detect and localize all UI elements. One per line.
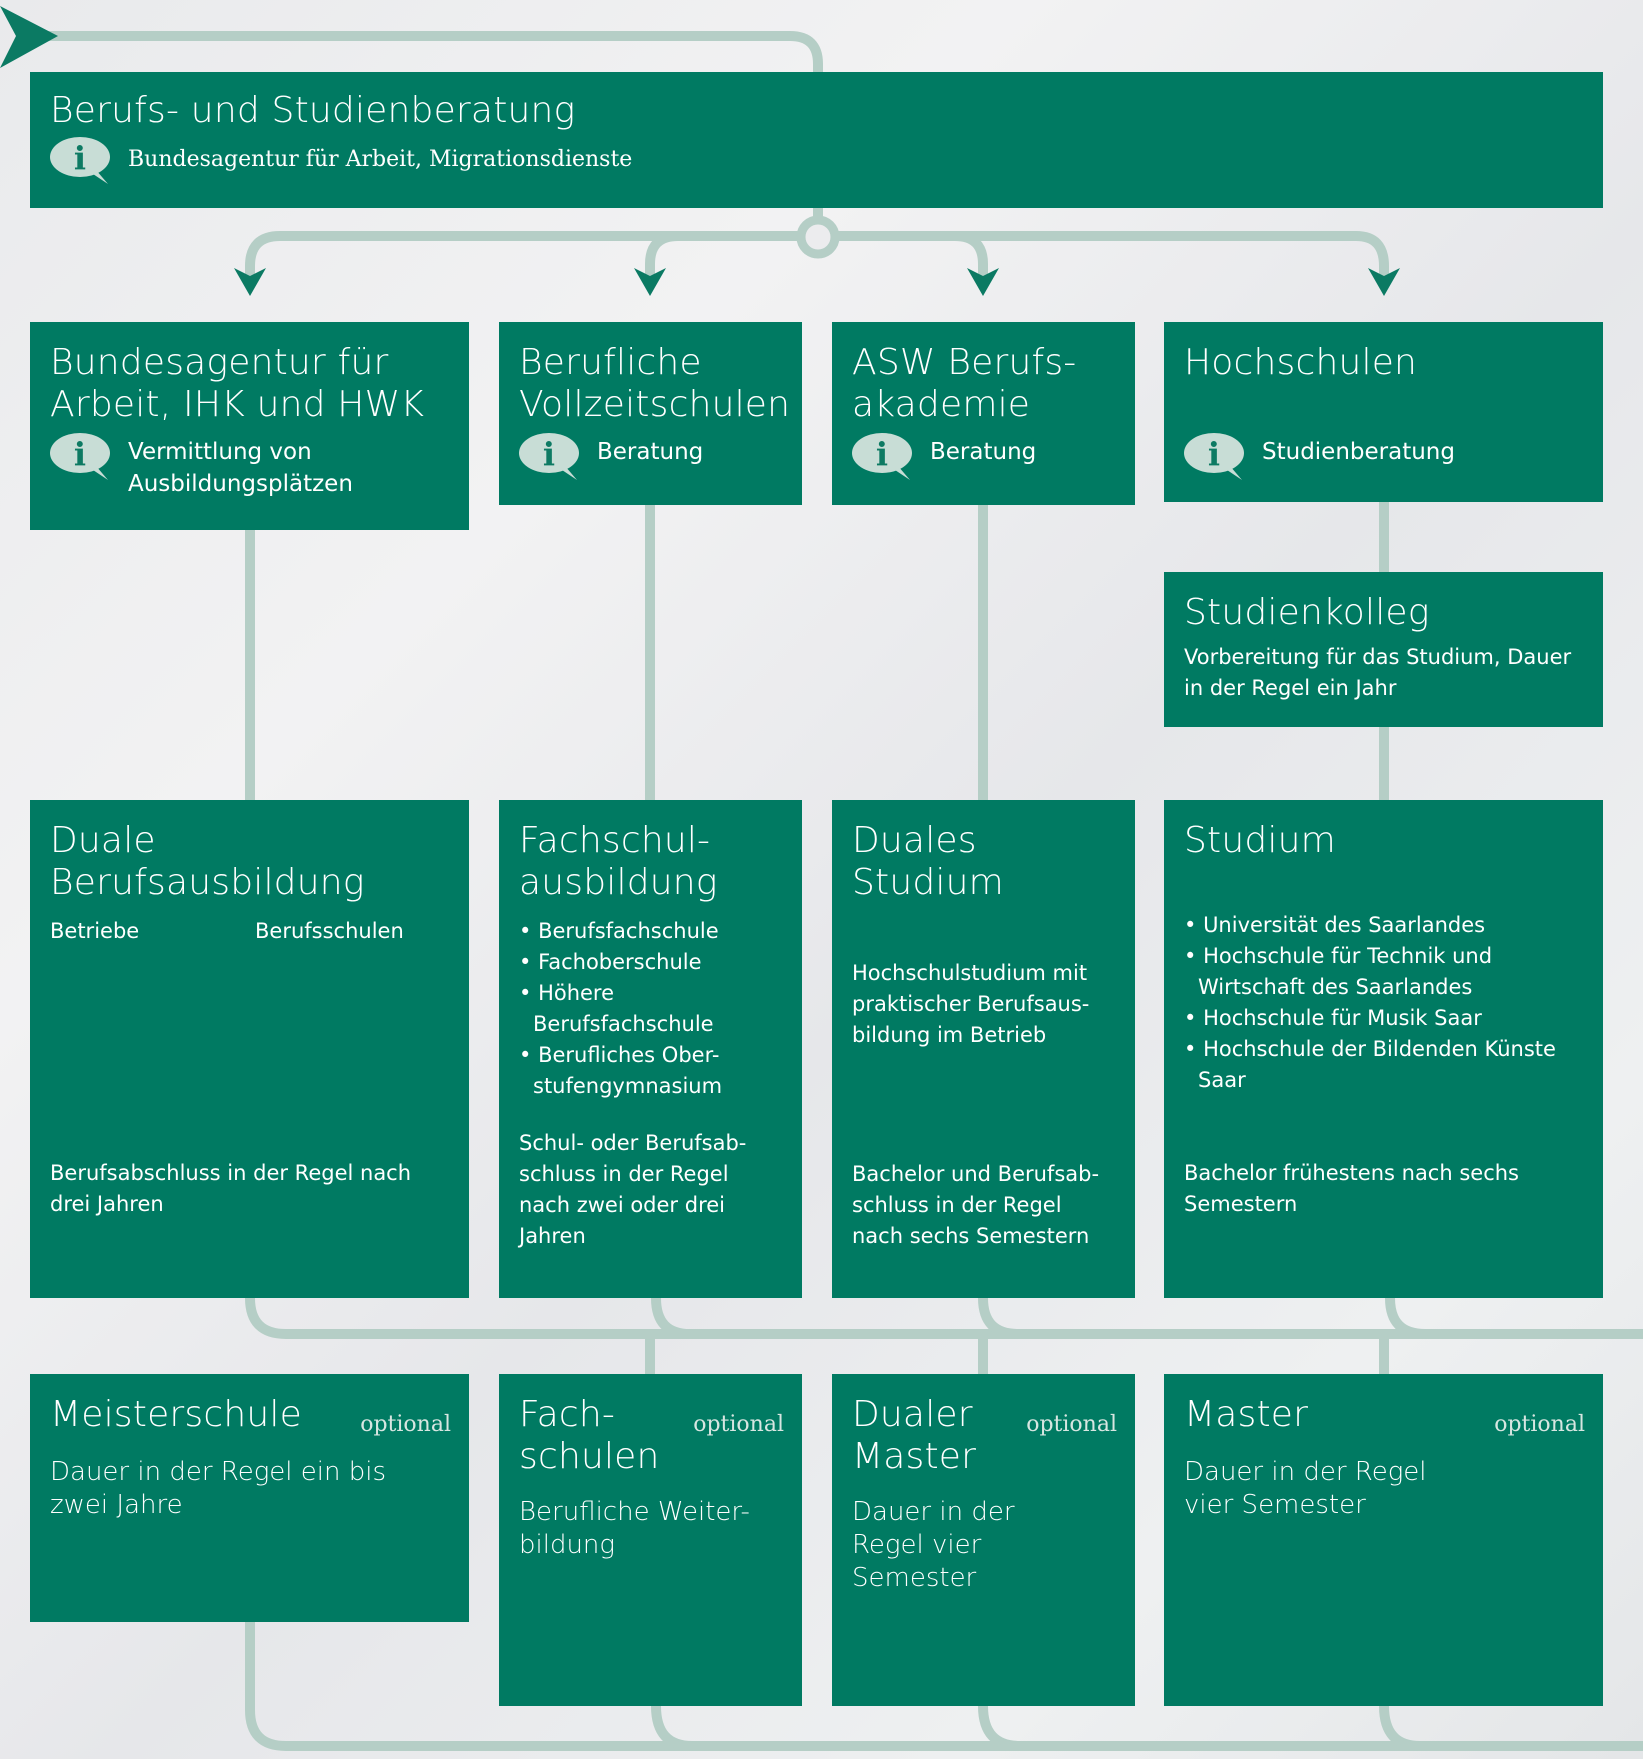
info-speech-icon [1184, 432, 1246, 480]
box-info: Beratung [597, 439, 704, 465]
list-item: Berufsfachschule [519, 916, 782, 947]
box-info: Vermittlung von Ausbildungsplätzen [128, 439, 353, 497]
list-item: Hochschule für Technik und Wirtschaft de… [1184, 941, 1583, 1003]
box-berufliche-vollzeitschulen[interactable]: Berufliche Vollzeitschulen Beratung [499, 322, 802, 505]
bottom-loop [245, 1617, 1643, 1751]
box-title: Dualer Master [852, 1394, 977, 1477]
box-title: Hochschulen [1184, 342, 1418, 383]
bottom-col3 [978, 1701, 1025, 1751]
bottom-col4 [1379, 1701, 1425, 1751]
arrow-down-icon [234, 268, 266, 296]
optional-label: optional [1494, 1412, 1585, 1437]
box-fachschulausbildung[interactable]: Fachschul-ausbildung Berufsfachschule Fa… [499, 800, 802, 1298]
info-speech-icon [50, 136, 112, 184]
box-duales-studium[interactable]: Duales Studium Hochschulstudium mit prak… [832, 800, 1135, 1298]
list-item: Hochschule der Bildenden Künste Saar [1184, 1034, 1583, 1096]
box-master[interactable]: Master optional Dauer in der Regel vier … [1164, 1374, 1603, 1706]
info-speech-icon [519, 432, 581, 480]
top-box-berufs-und-studienberatung[interactable]: Berufs- und Studienberatung Bundesagentu… [30, 72, 1603, 208]
box-title: Berufliche Vollzeitschulen [519, 342, 791, 425]
top-box-info: Bundesagentur für Arbeit, Migrationsdien… [128, 147, 633, 172]
optional-label: optional [1026, 1412, 1117, 1437]
box-note: Bachelor frühestens nach sechs Semestern [1184, 1161, 1519, 1216]
box-title: Fach-schulen [519, 1394, 660, 1477]
arrow-down-icon [634, 268, 666, 296]
box-info: Beratung [930, 439, 1037, 465]
junction-node [796, 215, 840, 259]
branch-col1 [245, 231, 810, 283]
box-bundesagentur[interactable]: Bundesagentur für Arbeit, IHK und HWK Ve… [30, 322, 469, 530]
list-item: Fachoberschule [519, 947, 782, 978]
info-speech-icon [852, 432, 914, 480]
box-text: Dauer in der Regel vier Semester [1184, 1457, 1427, 1520]
box-hochschulen[interactable]: Hochschulen Studienberatung [1164, 322, 1603, 502]
arrow-down-icon [1368, 268, 1400, 296]
cross-line [245, 1293, 1643, 1339]
box-title: Meisterschule [50, 1394, 302, 1435]
arrow-down-icon [967, 268, 999, 296]
branch-col2 [645, 231, 810, 283]
box-title: Duales Studium [852, 820, 1004, 903]
box-asw-berufsakademie[interactable]: ASW Berufs-akademie Beratung [832, 322, 1135, 505]
box-title: Fachschul-ausbildung [519, 820, 718, 903]
box-title: ASW Berufs-akademie [852, 342, 1077, 425]
col-betriebe: Betriebe [50, 919, 140, 943]
box-note: Bachelor und Berufsab-schluss in der Reg… [852, 1162, 1100, 1248]
box-meisterschule[interactable]: Meisterschule optional Dauer in der Rege… [30, 1374, 469, 1622]
optional-label: optional [693, 1412, 784, 1437]
box-note: Berufsabschluss in der Regel nach drei J… [50, 1161, 412, 1216]
col-berufsschulen: Berufsschulen [255, 919, 404, 943]
cross-col4 [1385, 1293, 1430, 1339]
entry-line [45, 31, 823, 77]
list-item: Höhere Berufsfachschule [519, 978, 782, 1040]
box-studium[interactable]: Studium Universität des Saarlandes Hochs… [1164, 800, 1603, 1298]
box-studienkolleg[interactable]: Studienkolleg Vorbereitung für das Studi… [1164, 572, 1603, 727]
box-info: Studienberatung [1262, 439, 1455, 465]
optional-label: optional [360, 1412, 451, 1437]
box-title: Duale Berufsausbildung [50, 820, 365, 903]
box-dualer-master[interactable]: Dualer Master optional Dauer in der Rege… [832, 1374, 1135, 1706]
entry-arrow-icon [0, 6, 58, 68]
branch-col4 [826, 231, 1389, 283]
box-duale-berufsausbildung[interactable]: Duale Berufsausbildung Betriebe Berufssc… [30, 800, 469, 1298]
list-item: Berufliches Ober-stufengymnasium [519, 1040, 782, 1102]
box-text: Dauer in der Regel vier Semester [852, 1497, 1015, 1593]
cross-col3 [978, 1293, 1023, 1339]
box-title: Studium [1184, 820, 1336, 861]
box-title: Master [1184, 1394, 1309, 1435]
box-note: Schul- oder Berufsab-schluss in der Rege… [519, 1131, 747, 1248]
box-text: Dauer in der Regel ein bis zwei Jahre [50, 1457, 387, 1520]
box-fachschulen[interactable]: Fach-schulen optional Berufliche Weiter-… [499, 1374, 802, 1706]
box-text: Vorbereitung für das Studium, Dauer in d… [1184, 645, 1572, 700]
box-title: Studienkolleg [1184, 592, 1430, 633]
list-item: Hochschule für Musik Saar [1184, 1003, 1583, 1034]
box-title: Bundesagentur für Arbeit, IHK und HWK [50, 342, 425, 425]
info-speech-icon [50, 432, 112, 480]
top-box-title: Berufs- und Studienberatung [50, 90, 576, 131]
cross-col2 [651, 1293, 695, 1339]
box-text: Berufliche Weiter-bildung [519, 1497, 750, 1560]
box-text: Hochschulstudium mit praktischer Berufsa… [852, 961, 1090, 1047]
branch-col3 [826, 231, 988, 283]
bottom-col2 [651, 1701, 697, 1751]
list-item: Universität des Saarlandes [1184, 910, 1583, 941]
